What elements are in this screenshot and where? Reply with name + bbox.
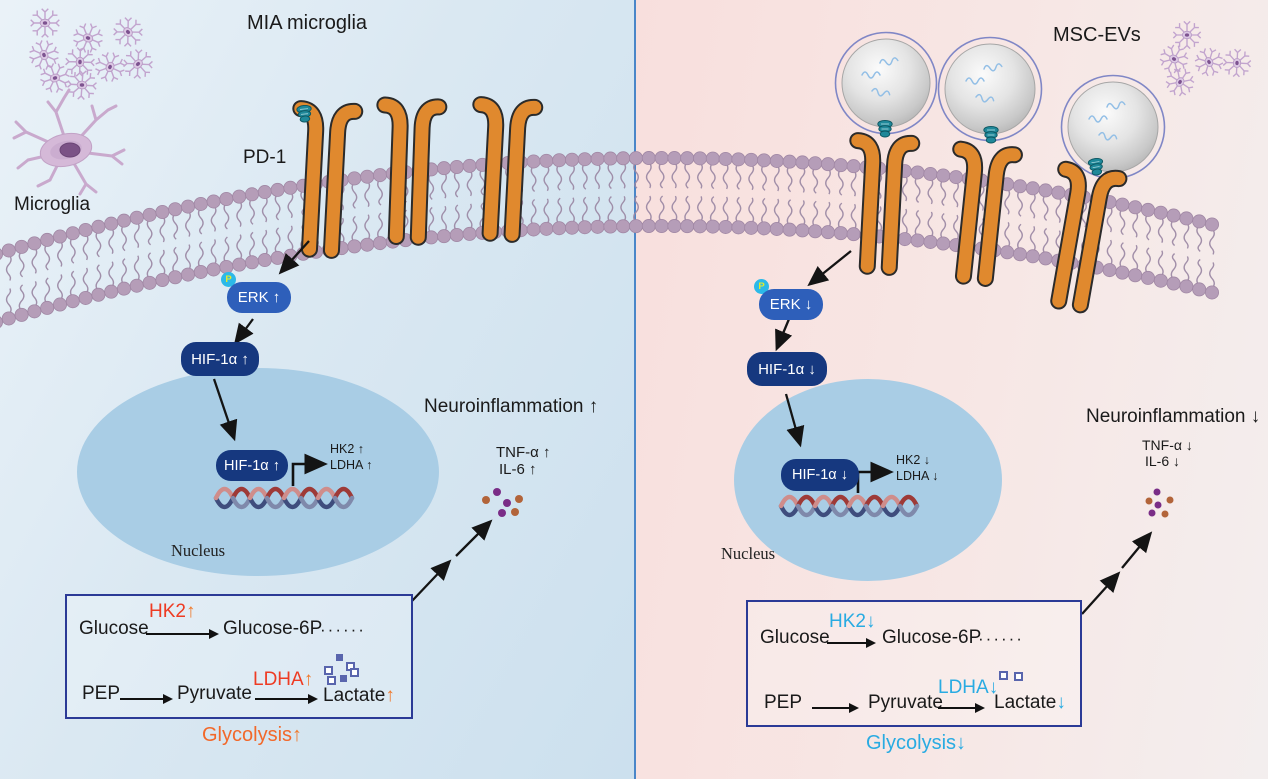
- glycolysis-box-right: Glucose HK2↓ Glucose-6P ······ PEP Pyruv…: [746, 600, 1082, 727]
- erk-box-left: ERK ↑: [227, 282, 291, 313]
- pd-l1-ligand: [877, 119, 893, 138]
- pd1-receptor: [472, 96, 544, 243]
- reaction-arrow: [812, 702, 859, 713]
- left-panel-title: MIA microglia: [247, 12, 368, 34]
- target-genes-right: HK2 ↓LDHA ↓: [896, 453, 938, 484]
- gene-hk2-left: HK2 ↑: [330, 442, 365, 456]
- pyruvate-right: Pyruvate: [868, 692, 943, 713]
- nucleus-label-left: Nucleus: [171, 541, 226, 560]
- glucose-left: Glucose: [79, 618, 149, 639]
- cytokines-left: TNF-α ↑IL-6 ↑: [496, 444, 551, 479]
- glucose-right: Glucose: [760, 627, 830, 648]
- signal-arrow: [233, 318, 254, 345]
- signal-arrow: [784, 393, 805, 448]
- signal-arrow: [411, 559, 452, 602]
- signal-arrow: [455, 519, 493, 557]
- right-panel-title: MSC-EVs: [1053, 24, 1141, 46]
- microglia-label: Microglia: [14, 194, 91, 215]
- lactate-left: Lactate↑: [323, 685, 395, 706]
- panel-divider: [634, 0, 636, 779]
- signal-arrow: [212, 378, 238, 442]
- reaction-arrow: [255, 693, 318, 704]
- reaction-arrow: [938, 702, 985, 713]
- ldha-enzyme-left: LDHA↑: [253, 669, 314, 690]
- reaction-arrow: [146, 628, 219, 639]
- pd1-receptor: [849, 132, 921, 276]
- dna-helix: [213, 486, 355, 510]
- pd1-ligands: [296, 104, 1104, 176]
- glucose6p-right: Glucose-6P: [882, 627, 982, 648]
- glycolysis-label-right: Glycolysis↓: [866, 732, 967, 754]
- neuroinflammation-right: Neuroinflammation ↓: [1086, 406, 1261, 427]
- cytokines-right: TNF-α ↓IL-6 ↓: [1142, 437, 1193, 469]
- right-panel-background: [635, 0, 1268, 779]
- glycolysis-label-left: Glycolysis↑: [202, 724, 303, 746]
- dna-helix: [778, 494, 920, 518]
- hif-box-right: HIF-1α ↓: [747, 352, 827, 386]
- pd1-label: PD-1: [243, 147, 287, 168]
- lactate-right: Lactate↓: [994, 692, 1066, 713]
- dna-helices: [213, 486, 920, 518]
- tnf-label-left: TNF-α ↑: [496, 444, 551, 461]
- signal-arrow: [775, 318, 793, 352]
- signal-arrow: [1121, 531, 1153, 569]
- signal-arrow: [1081, 571, 1121, 615]
- nucleus-label-right: Nucleus: [721, 544, 776, 563]
- reaction-arrow: [827, 637, 876, 648]
- pd1-receptor: [1050, 160, 1128, 314]
- gene-ldha-right: LDHA ↓: [896, 468, 939, 483]
- flow-arrows: [212, 240, 1153, 615]
- cytokine-dots: [482, 488, 1174, 518]
- hif-box-left: HIF-1α ↑: [181, 342, 259, 376]
- erk-box-right: ERK ↓: [759, 289, 823, 320]
- pd-l1-ligand: [983, 125, 999, 144]
- hif-nucleus-box-left: HIF-1α ↑: [216, 450, 288, 481]
- signal-arrow: [278, 240, 310, 275]
- pyruvate-left: Pyruvate: [177, 683, 252, 704]
- transcription-arrow: [291, 453, 328, 486]
- msc-ev: [834, 31, 938, 135]
- il6-label-left: IL-6 ↑: [499, 461, 537, 479]
- hk2-enzyme-left: HK2↑: [149, 601, 196, 622]
- hk2-enzyme-right: HK2↓: [829, 611, 876, 632]
- glucose6p-left: Glucose-6P: [223, 618, 323, 639]
- pd1-receptor: [376, 96, 448, 246]
- pathway-ellipsis-left: ······: [320, 620, 366, 639]
- phospho-badge-left: P: [221, 272, 236, 287]
- pep-left: PEP: [82, 683, 121, 704]
- reaction-arrow: [120, 693, 173, 704]
- pd1-receptor: [952, 140, 1023, 287]
- il6-label-right: IL-6 ↓: [1145, 453, 1181, 470]
- pathway-ellipsis-right: ······: [978, 629, 1024, 648]
- ldha-enzyme-right: LDHA↓: [938, 677, 999, 698]
- pd-l1-ligand: [1087, 157, 1104, 176]
- target-genes-left: HK2 ↑LDHA ↑: [330, 442, 372, 473]
- tnf-label-right: TNF-α ↓: [1142, 437, 1193, 453]
- pd-l1-ligand: [296, 104, 312, 123]
- gene-ldha-left: LDHA ↑: [330, 457, 373, 472]
- msc-ev: [1060, 74, 1166, 180]
- cell-membrane: [0, 151, 1220, 328]
- gene-hk2-right: HK2 ↓: [896, 453, 931, 467]
- glycolysis-box-left: Glucose HK2↑ Glucose-6P ······ PEP Pyruv…: [65, 594, 413, 719]
- lactate-molecules: [324, 654, 1023, 685]
- neuroinflammation-left: Neuroinflammation ↑: [424, 396, 599, 417]
- msc-ev: [937, 36, 1043, 142]
- hif-nucleus-box-right: HIF-1α ↓: [781, 459, 859, 491]
- small-microglia-cells: [24, 7, 1253, 102]
- microglia-cell: [12, 88, 126, 196]
- pep-right: PEP: [764, 692, 803, 713]
- signal-arrow: [807, 250, 852, 287]
